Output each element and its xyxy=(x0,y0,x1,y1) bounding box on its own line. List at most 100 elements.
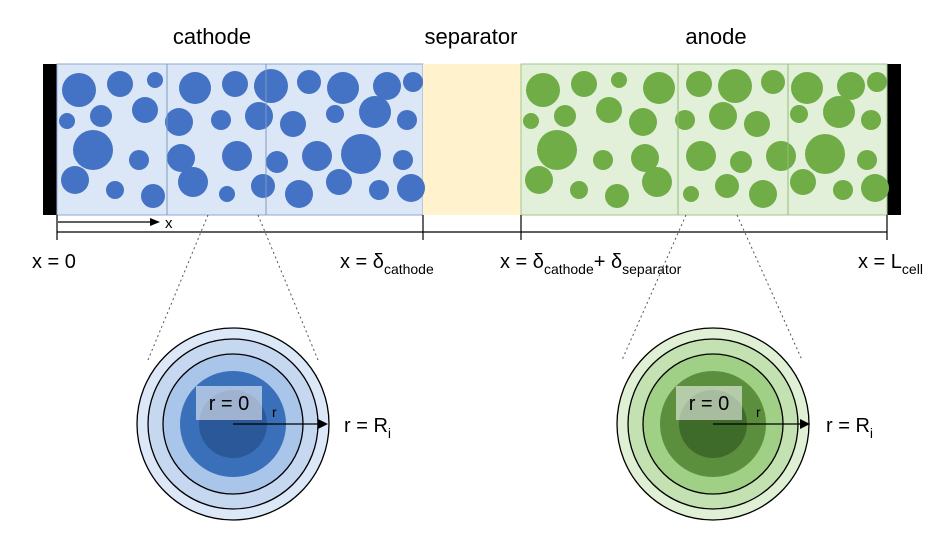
particle xyxy=(393,150,413,170)
particle xyxy=(326,105,344,123)
particle xyxy=(629,108,657,136)
particle xyxy=(805,134,845,174)
particle xyxy=(219,186,235,202)
particle xyxy=(861,174,889,202)
particle xyxy=(106,181,124,199)
particle xyxy=(718,69,752,103)
particle xyxy=(823,96,855,128)
separator-label: separator xyxy=(425,24,518,49)
particle xyxy=(280,111,306,137)
particle xyxy=(611,72,627,88)
cathode-r-label: r xyxy=(272,404,277,420)
cathode-label: cathode xyxy=(173,24,251,49)
particle xyxy=(790,105,808,123)
particle xyxy=(791,72,823,104)
cathode-particles xyxy=(59,69,425,208)
particle xyxy=(165,108,193,136)
anode-r-label: r xyxy=(756,404,761,420)
anode-R-label: r = Ri xyxy=(826,415,873,441)
x-separator-label: x = δcathode+ δseparator xyxy=(500,251,682,277)
particle xyxy=(129,150,149,170)
particle xyxy=(341,134,381,174)
particle xyxy=(761,70,785,94)
particle xyxy=(683,186,699,202)
particle xyxy=(167,144,195,172)
particle xyxy=(178,167,208,197)
anode-r0-box xyxy=(676,386,742,420)
x-axis-label: x xyxy=(165,215,173,232)
particle xyxy=(537,130,577,170)
anode-r0-label: r = 0 xyxy=(689,393,730,415)
cathode-R-label: r = Ri xyxy=(344,415,391,441)
particle xyxy=(631,144,659,172)
anode-particle-detail: r = 0 r xyxy=(616,327,810,521)
particle xyxy=(675,110,695,130)
particle xyxy=(642,167,672,197)
x-cell-label: x = Lcell xyxy=(858,251,923,277)
particle xyxy=(593,150,613,170)
particle xyxy=(523,113,539,129)
particle xyxy=(62,73,96,107)
particle xyxy=(709,102,737,130)
particle xyxy=(857,150,877,170)
particle xyxy=(251,174,275,198)
particle xyxy=(833,180,853,200)
cathode-current-collector xyxy=(43,64,57,215)
cathode-zoom-lines xyxy=(147,214,319,361)
particle xyxy=(867,72,887,92)
cathode-particle-detail: r = 0 r xyxy=(136,327,330,521)
particle xyxy=(222,71,248,97)
particle xyxy=(327,72,359,104)
particle xyxy=(526,73,560,107)
cathode-cell-dividers xyxy=(166,64,267,215)
particle xyxy=(554,105,576,127)
anode-cell-dividers xyxy=(677,64,789,215)
particle xyxy=(147,72,163,88)
x-zero-label: x = 0 xyxy=(32,251,76,273)
particle xyxy=(222,141,252,171)
particle xyxy=(749,180,777,208)
axis-ticks xyxy=(56,215,888,240)
particle xyxy=(643,72,675,104)
cathode-r0-box xyxy=(196,386,262,420)
particle xyxy=(59,113,75,129)
particle xyxy=(397,174,425,202)
particle xyxy=(254,69,288,103)
particle xyxy=(90,105,112,127)
particle xyxy=(132,97,158,123)
particle xyxy=(141,184,165,208)
particle xyxy=(397,110,417,130)
particle xyxy=(373,72,401,100)
particle xyxy=(686,71,712,97)
particle xyxy=(245,102,273,130)
particle xyxy=(285,180,313,208)
x-cathode-label: x = δcathode xyxy=(340,251,434,277)
particle xyxy=(359,96,391,128)
particle xyxy=(211,110,231,130)
particle xyxy=(302,141,332,171)
particle xyxy=(715,174,739,198)
anode-label: anode xyxy=(685,24,746,49)
particle xyxy=(266,151,288,173)
particle xyxy=(861,110,881,130)
anode-particles xyxy=(523,69,889,208)
particle xyxy=(730,151,752,173)
particle xyxy=(61,166,89,194)
particle xyxy=(571,71,597,97)
particle xyxy=(179,72,211,104)
anode-zoom-lines xyxy=(621,214,803,361)
particle xyxy=(107,71,133,97)
particle xyxy=(686,141,716,171)
separator-region xyxy=(423,64,521,215)
particle xyxy=(766,141,796,171)
anode-current-collector xyxy=(887,64,901,215)
particle xyxy=(73,130,113,170)
x-arrow-head xyxy=(150,218,160,226)
particle xyxy=(369,180,389,200)
cathode-r0-label: r = 0 xyxy=(209,393,250,415)
particle xyxy=(297,70,321,94)
particle xyxy=(837,72,865,100)
particle xyxy=(570,181,588,199)
particle xyxy=(605,184,629,208)
